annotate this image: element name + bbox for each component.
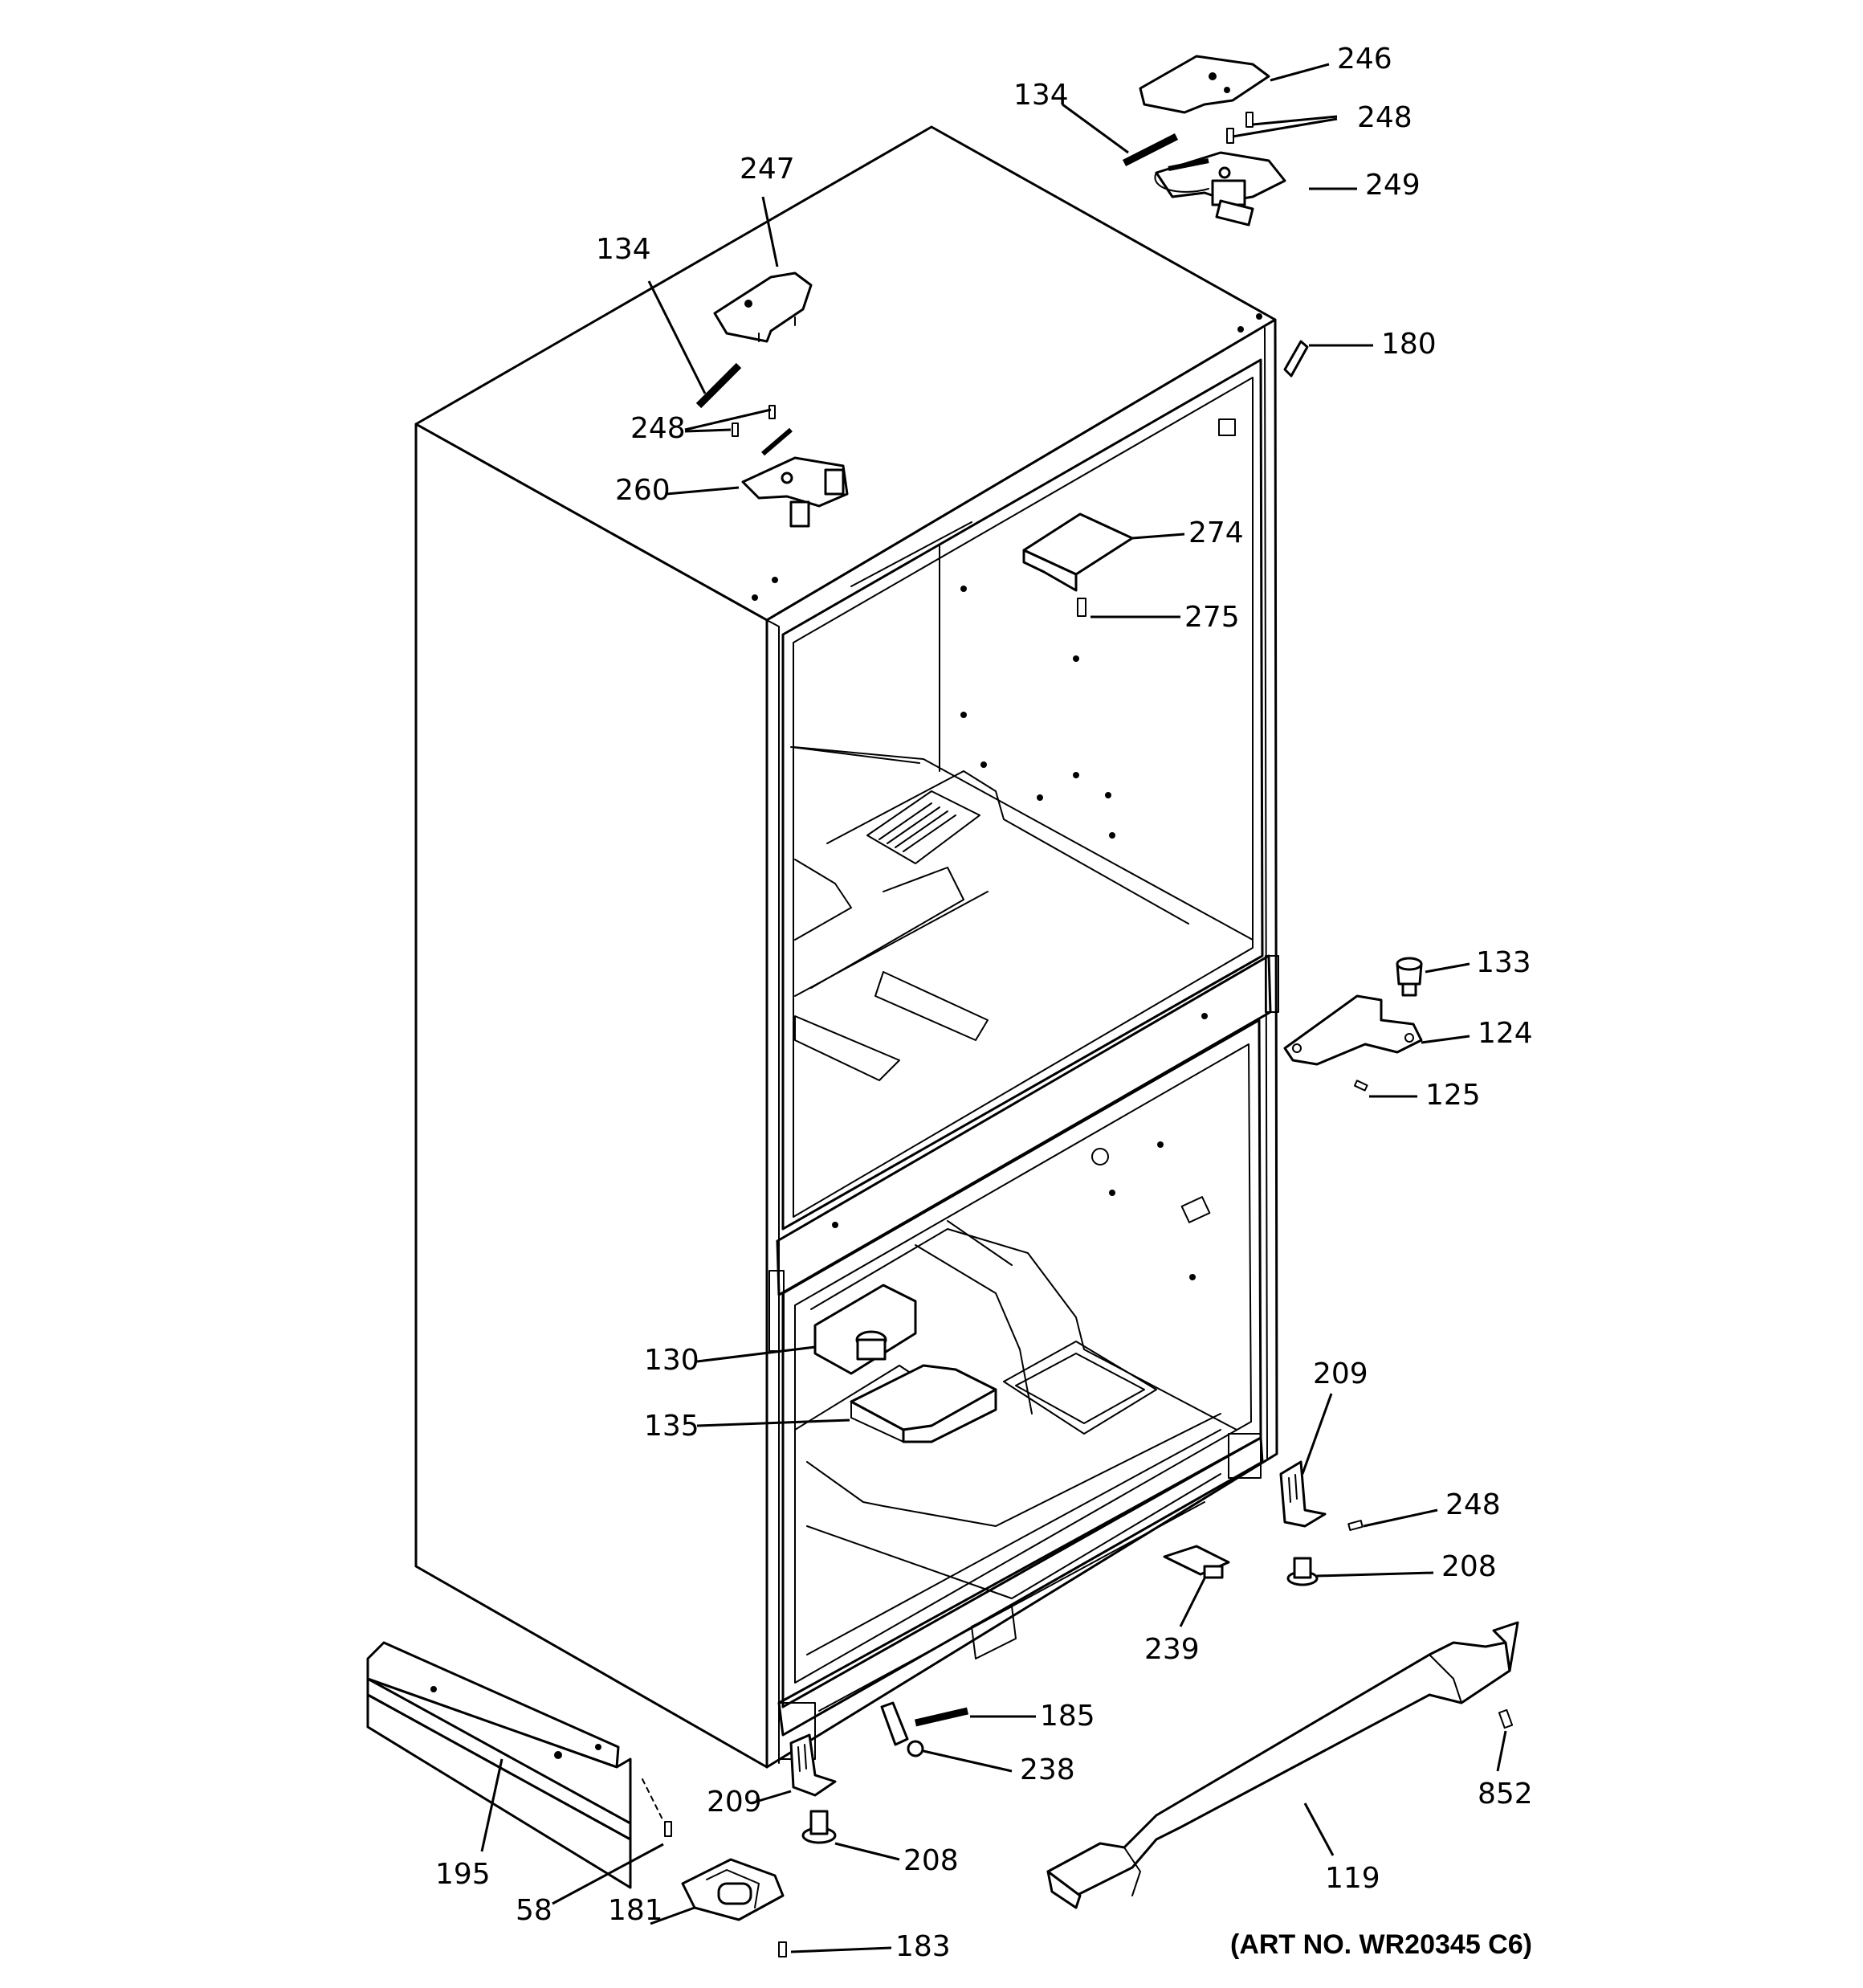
hinge-assembly-right xyxy=(1154,151,1286,227)
hinge-spring-left xyxy=(695,362,742,409)
callout-208-right: 208 xyxy=(1441,1550,1497,1583)
callout-208-left: 208 xyxy=(903,1844,959,1877)
callout-249: 249 xyxy=(1365,169,1421,202)
callout-239: 239 xyxy=(1144,1633,1200,1666)
callout-135: 135 xyxy=(644,1410,699,1443)
leveling-bracket-left xyxy=(789,1733,837,1797)
freezer-part-130 xyxy=(813,1284,917,1375)
callout-130: 130 xyxy=(644,1344,699,1377)
callout-852: 852 xyxy=(1478,1778,1533,1810)
hinge-spring-right xyxy=(1122,133,1179,167)
kick-plate-195 xyxy=(366,1641,663,1889)
roller-239 xyxy=(1163,1545,1230,1579)
clip-180 xyxy=(1283,340,1309,378)
center-hinge-bracket-124 xyxy=(1283,994,1423,1066)
callout-260: 260 xyxy=(615,474,671,507)
cabinet-body xyxy=(414,125,1278,1769)
callout-183: 183 xyxy=(895,1930,951,1963)
leader-lines xyxy=(480,63,1507,1953)
callout-248-top-right: 248 xyxy=(1357,101,1413,134)
callout-248-left: 248 xyxy=(630,412,686,445)
air-vent-grille xyxy=(866,790,980,864)
callout-119: 119 xyxy=(1325,1862,1380,1895)
callout-248-bottom-right: 248 xyxy=(1445,1488,1501,1521)
fresh-food-compartment xyxy=(781,358,1264,1231)
callout-124: 124 xyxy=(1478,1017,1533,1050)
leveling-bracket-right xyxy=(1279,1460,1327,1528)
part-238 xyxy=(880,1701,924,1757)
callout-275: 275 xyxy=(1184,601,1240,634)
screw-58 xyxy=(664,1821,672,1837)
callout-209-left: 209 xyxy=(707,1786,762,1819)
screw-248-bottom-right xyxy=(1347,1520,1364,1531)
toe-grille-119 xyxy=(1046,1621,1519,1909)
screw-125 xyxy=(1353,1080,1368,1092)
screw-275 xyxy=(1077,598,1086,617)
callout-181: 181 xyxy=(608,1894,663,1927)
callout-180: 180 xyxy=(1381,328,1437,361)
freezer-part-135 xyxy=(850,1364,997,1443)
center-hinge-pin-133 xyxy=(1396,957,1423,997)
callout-58: 58 xyxy=(516,1894,552,1927)
callout-247: 247 xyxy=(740,153,795,186)
callout-133: 133 xyxy=(1476,946,1531,979)
callout-274: 274 xyxy=(1188,516,1244,549)
callout-238: 238 xyxy=(1020,1753,1075,1786)
art-number: (ART NO. WR20345 C6) xyxy=(1230,1929,1532,1960)
screw-248-top-left xyxy=(732,405,776,437)
callout-185: 185 xyxy=(1040,1700,1095,1733)
leveling-foot-right xyxy=(1286,1557,1319,1586)
spring-185 xyxy=(914,1707,969,1727)
hinge-assembly-left xyxy=(741,427,849,528)
callout-134-left: 134 xyxy=(596,233,651,266)
roller-assembly-181 xyxy=(681,1858,785,1921)
callout-labels: 246 134 248 249 247 134 180 248 260 274 … xyxy=(435,43,1533,1963)
screw-248-top-right xyxy=(1226,112,1254,144)
screw-183 xyxy=(778,1941,787,1957)
callout-209-right: 209 xyxy=(1313,1357,1368,1390)
hinge-cover-right xyxy=(1139,55,1270,114)
hinge-cover-left xyxy=(713,271,813,343)
callout-195: 195 xyxy=(435,1858,491,1891)
leveling-foot-left xyxy=(801,1810,837,1844)
screw-852 xyxy=(1498,1708,1514,1729)
callout-134-top-right: 134 xyxy=(1013,79,1069,112)
callout-125: 125 xyxy=(1425,1079,1481,1112)
callout-246: 246 xyxy=(1337,43,1392,76)
